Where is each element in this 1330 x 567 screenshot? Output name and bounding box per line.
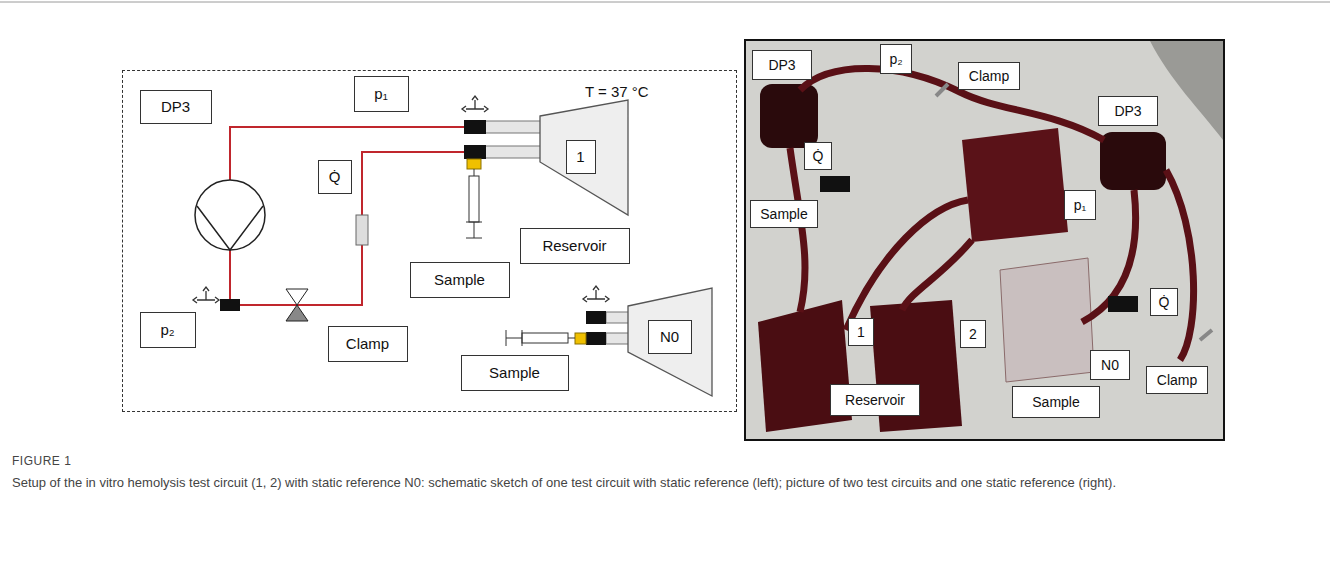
label-box: Clamp bbox=[958, 62, 1020, 90]
label-box: p₁ bbox=[1064, 190, 1096, 220]
photo-pump bbox=[760, 84, 818, 148]
label-text: Clamp bbox=[346, 335, 389, 352]
label-text: Q̇ bbox=[329, 168, 341, 185]
figure-caption: Setup of the in vitro hemolysis test cir… bbox=[12, 474, 1312, 492]
stopcock-symbol bbox=[193, 287, 219, 303]
pump-symbol bbox=[195, 180, 265, 250]
label-box: DP3 bbox=[752, 50, 812, 80]
label-text: 1 bbox=[576, 148, 584, 165]
label-text: DP3 bbox=[768, 57, 795, 73]
label-text: p₁ bbox=[1074, 197, 1087, 213]
label-box: Reservoir bbox=[520, 228, 630, 264]
photo-clamp bbox=[936, 84, 1212, 340]
label-text: Sample bbox=[1032, 394, 1079, 410]
clamp-symbol bbox=[286, 289, 308, 305]
t-connector bbox=[586, 332, 606, 345]
label-text: Sample bbox=[760, 206, 807, 222]
label-box: DP3 bbox=[1098, 96, 1158, 126]
thermostat-enclosure: T = 37 °CDP3p₁1ReservoirSampleQ̇p₂ClampS… bbox=[122, 70, 737, 412]
label-box: N0 bbox=[648, 320, 692, 354]
label-box: Clamp bbox=[328, 326, 408, 362]
syringe bbox=[522, 333, 568, 343]
label-text: Reservoir bbox=[845, 392, 905, 408]
label-box: DP3 bbox=[140, 90, 212, 124]
label-text: p₂ bbox=[160, 321, 174, 338]
label-text: Reservoir bbox=[542, 237, 606, 254]
photo-equipment bbox=[1150, 41, 1223, 140]
label-box: Sample bbox=[1012, 386, 1100, 418]
flow-sensor bbox=[356, 215, 368, 245]
top-rule bbox=[0, 2, 1330, 3]
label-text: p₂ bbox=[889, 51, 902, 67]
photo-frame bbox=[745, 40, 1224, 440]
label-box: p₁ bbox=[354, 76, 409, 112]
pump-symbol bbox=[197, 206, 263, 250]
label-text: Q̇ bbox=[1159, 294, 1170, 310]
label-box: Q̇ bbox=[804, 142, 832, 170]
label-box: N0 bbox=[1090, 350, 1130, 380]
label-text: N0 bbox=[1101, 357, 1119, 373]
syringe bbox=[506, 330, 575, 346]
label-box: Clamp bbox=[1146, 366, 1208, 394]
stopcock-symbol bbox=[583, 286, 609, 302]
label-box: 2 bbox=[960, 320, 986, 348]
label-text: DP3 bbox=[1114, 103, 1141, 119]
sample-port bbox=[467, 159, 481, 169]
stopcock-symbol bbox=[462, 96, 488, 112]
label-box: Sample bbox=[461, 355, 569, 391]
label-box: 1 bbox=[566, 140, 596, 174]
label-text: Clamp bbox=[969, 68, 1009, 84]
label-text: N0 bbox=[660, 328, 679, 345]
label-text: Sample bbox=[434, 271, 485, 288]
reservoir-bag bbox=[540, 100, 628, 215]
syringe bbox=[466, 169, 482, 238]
clamp-symbol bbox=[286, 305, 308, 321]
temperature-label: T = 37 °C bbox=[585, 83, 649, 100]
label-text: 1 bbox=[857, 324, 865, 340]
tube-line bbox=[606, 312, 630, 323]
label-box: Q̇ bbox=[318, 160, 352, 194]
tube-line bbox=[606, 333, 630, 344]
photo-pump bbox=[1100, 132, 1166, 190]
label-text: DP3 bbox=[161, 98, 190, 115]
photo-tube bbox=[902, 240, 972, 310]
label-text: Sample bbox=[489, 364, 540, 381]
photo-flow-sensor bbox=[820, 176, 850, 192]
label-box: Q̇ bbox=[1150, 288, 1178, 316]
tube-line bbox=[484, 121, 542, 133]
label-text: 2 bbox=[969, 326, 977, 342]
t-connector bbox=[464, 145, 486, 159]
photo-flow-sensor bbox=[1108, 296, 1138, 312]
label-box: Sample bbox=[750, 200, 818, 228]
label-box: Reservoir bbox=[830, 384, 920, 416]
photo-bag bbox=[962, 128, 1068, 242]
photo-bag bbox=[1000, 258, 1094, 382]
photo-tube bbox=[800, 68, 1104, 140]
t-connector bbox=[220, 299, 240, 311]
photo-tube bbox=[1166, 170, 1194, 360]
syringe bbox=[469, 176, 479, 222]
photo-tube bbox=[846, 200, 968, 330]
t-connector bbox=[586, 311, 606, 324]
photo-tube bbox=[790, 148, 805, 312]
label-box: p₂ bbox=[140, 312, 196, 348]
sample-port bbox=[575, 333, 586, 344]
figure-title: FIGURE 1 bbox=[12, 452, 412, 470]
label-box: 1 bbox=[848, 318, 874, 346]
t-connector bbox=[464, 120, 486, 134]
reservoir-bag bbox=[628, 288, 712, 396]
label-box: p₂ bbox=[880, 44, 912, 74]
label-text: Clamp bbox=[1157, 372, 1197, 388]
tube-line bbox=[484, 146, 542, 158]
label-text: Q̇ bbox=[813, 148, 824, 164]
label-box: Sample bbox=[410, 262, 510, 298]
label-text: p₁ bbox=[374, 85, 387, 102]
